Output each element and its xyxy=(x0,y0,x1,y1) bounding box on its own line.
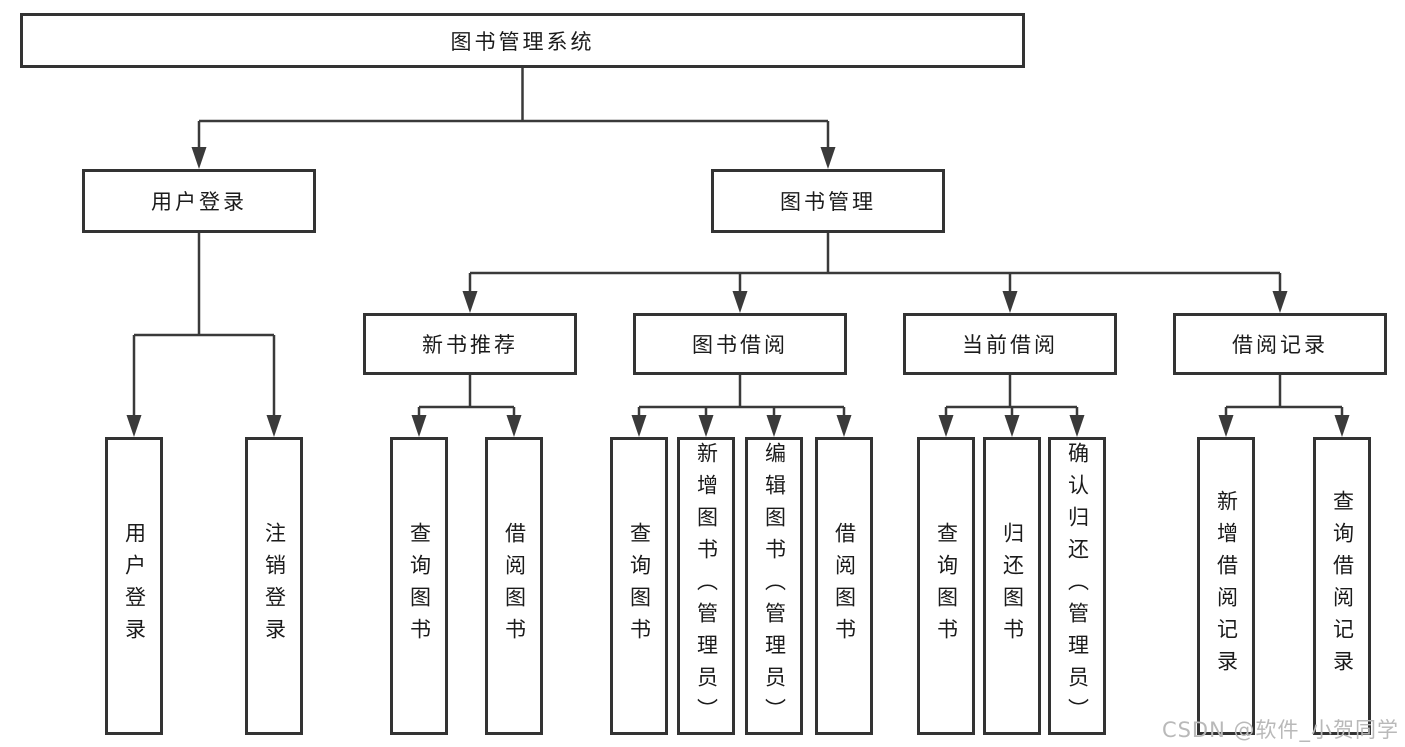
node-book-management-label: 图书管理 xyxy=(780,190,876,214)
leaf-return-books: 归还图书 xyxy=(983,437,1041,735)
node-borrowing-records: 借阅记录 xyxy=(1173,313,1387,375)
leaf-add-books-admin: 新增图书（管理员） xyxy=(677,437,735,735)
node-current-borrowing: 当前借阅 xyxy=(903,313,1117,375)
node-book-borrowing: 图书借阅 xyxy=(633,313,847,375)
leaf-edit-books-admin: 编辑图书（管理员） xyxy=(745,437,803,735)
leaf-query-borrow-record: 查询借阅记录 xyxy=(1313,437,1371,735)
leaf-borrow-books-borrowing: 借阅图书 xyxy=(815,437,873,735)
node-book-management: 图书管理 xyxy=(711,169,945,233)
node-book-borrowing-label: 图书借阅 xyxy=(692,333,788,357)
leaf-logout: 注销登录 xyxy=(245,437,303,735)
leaf-confirm-return-admin: 确认归还（管理员） xyxy=(1048,437,1106,735)
leaf-user-login: 用户登录 xyxy=(105,437,163,735)
node-root: 图书管理系统 xyxy=(20,13,1025,68)
leaf-query-books-borrowing: 查询图书 xyxy=(610,437,668,735)
leaf-borrow-books-recommend: 借阅图书 xyxy=(485,437,543,735)
node-borrowing-records-label: 借阅记录 xyxy=(1232,333,1328,357)
watermark: CSDN @软件_小贺同学 xyxy=(1161,718,1399,742)
node-current-borrowing-label: 当前借阅 xyxy=(962,333,1058,357)
node-new-book-recommend: 新书推荐 xyxy=(363,313,577,375)
node-user-login-label: 用户登录 xyxy=(151,190,247,214)
leaf-query-books-current: 查询图书 xyxy=(917,437,975,735)
leaf-add-borrow-record: 新增借阅记录 xyxy=(1197,437,1255,735)
node-new-book-recommend-label: 新书推荐 xyxy=(422,333,518,357)
arrowheads xyxy=(126,147,1350,437)
leaf-query-books-recommend: 查询图书 xyxy=(390,437,448,735)
node-user-login: 用户登录 xyxy=(82,169,316,233)
node-root-label: 图书管理系统 xyxy=(450,29,595,54)
